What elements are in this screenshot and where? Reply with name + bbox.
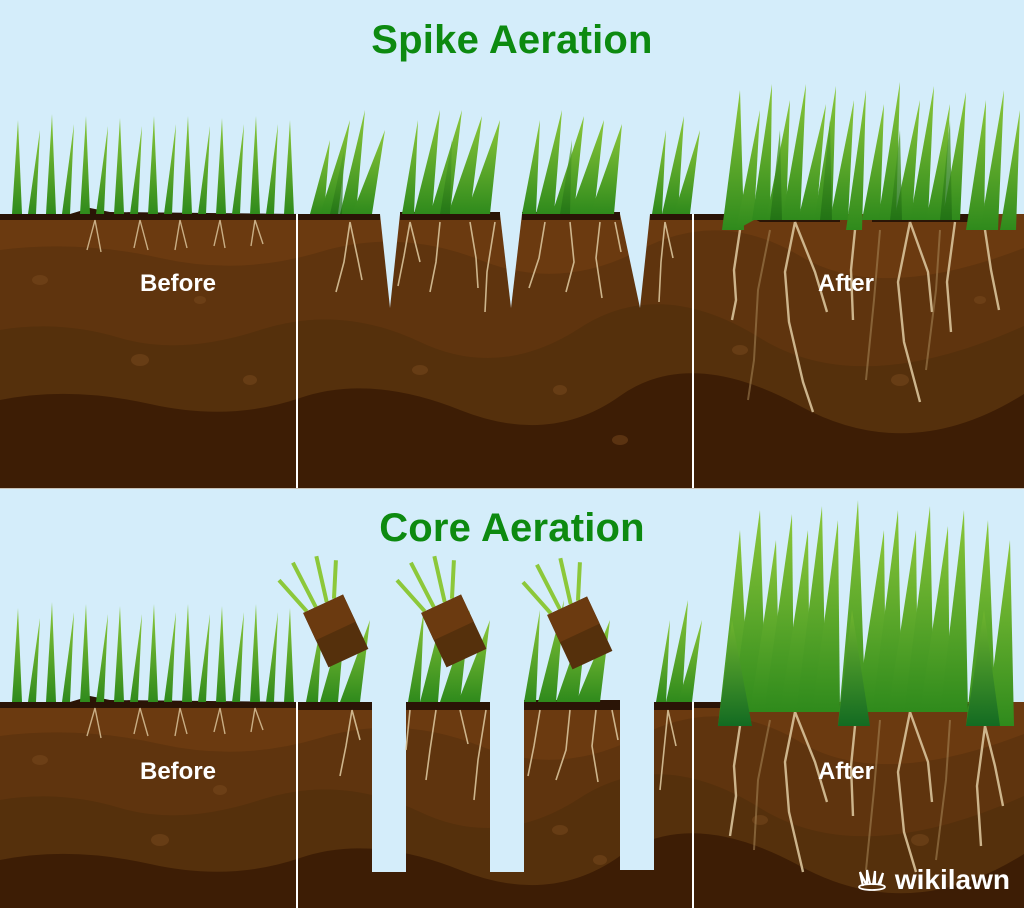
wikilawn-logo: wikilawn bbox=[857, 864, 1010, 896]
spike-aeration-illustration bbox=[0, 82, 1024, 488]
grass-tuft-icon bbox=[857, 869, 886, 891]
core-before-label: Before bbox=[139, 758, 217, 785]
spike-aeration-section: Before After bbox=[0, 80, 1024, 488]
core-aeration-illustration bbox=[0, 500, 1024, 908]
spike-after-label: After bbox=[817, 270, 874, 297]
section-separator bbox=[0, 488, 1024, 489]
spike-aeration-title: Spike Aeration bbox=[371, 18, 653, 62]
soil-plug bbox=[277, 555, 613, 670]
brand-name: wikilawn bbox=[894, 864, 1010, 895]
panel-divider bbox=[296, 702, 298, 908]
spike-before-label: Before bbox=[139, 270, 217, 297]
core-after-label: After bbox=[817, 758, 874, 785]
core-aeration-title: Core Aeration bbox=[379, 506, 645, 550]
panel-divider bbox=[296, 214, 298, 488]
panel-divider bbox=[692, 702, 694, 908]
core-aeration-section: Before After bbox=[0, 500, 1024, 908]
panel-divider bbox=[692, 214, 694, 488]
